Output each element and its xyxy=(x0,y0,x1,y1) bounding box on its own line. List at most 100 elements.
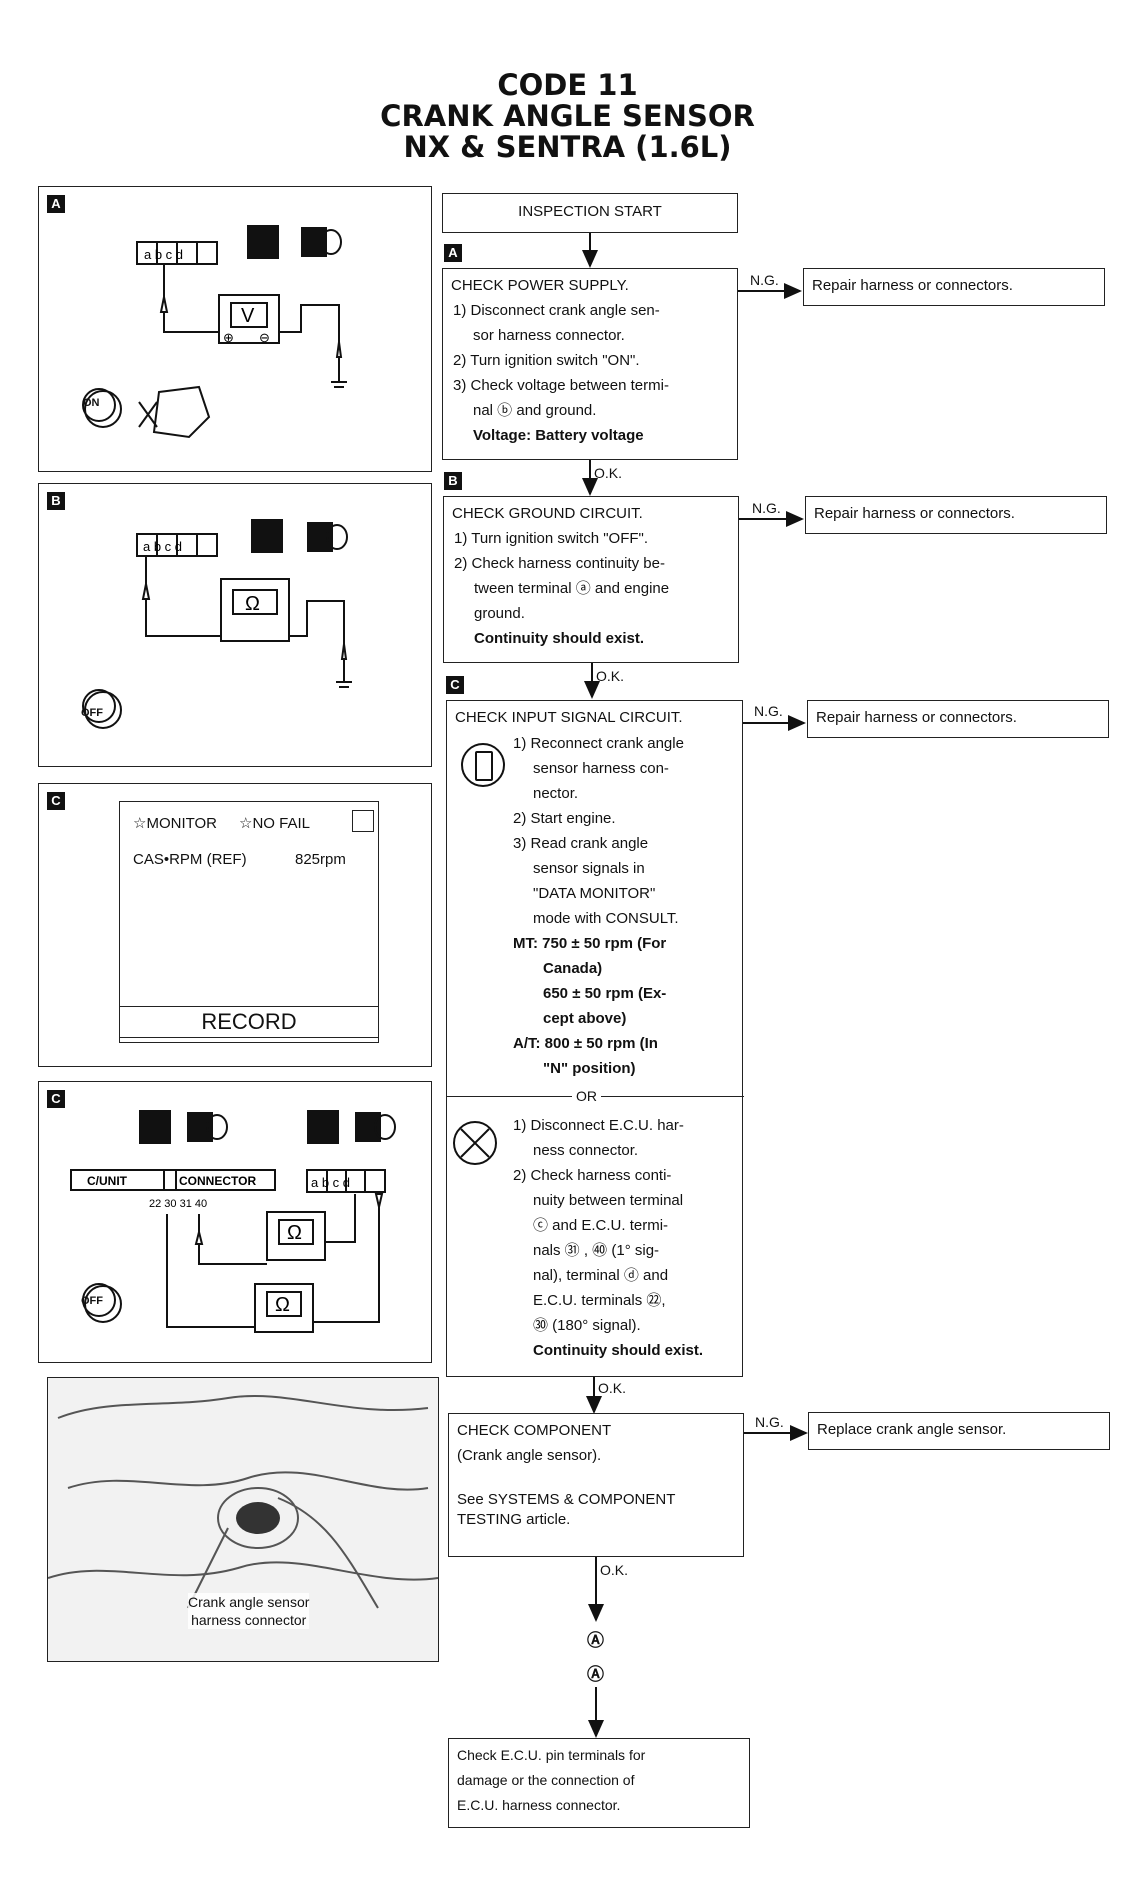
step-c-main: 1) Reconnect crank angle sensor harness … xyxy=(513,731,738,1081)
replace-label: Replace crank angle sensor. xyxy=(817,1421,1007,1438)
final-check-box: Check E.C.U. pin terminals for damage or… xyxy=(448,1738,750,1828)
step-c-alt-line: nal), terminal ⓓ and xyxy=(533,1267,669,1284)
step-check-component: CHECK COMPONENT (Crank angle sensor). Se… xyxy=(448,1413,744,1557)
meter-letter-ohm-2: Ω xyxy=(275,1294,290,1316)
step-check-power-supply: CHECK POWER SUPPLY. 1) Disconnect crank … xyxy=(442,268,738,460)
step-a-title: CHECK POWER SUPPLY. xyxy=(451,277,629,294)
step-c-alt-result: Continuity should exist. xyxy=(533,1342,704,1359)
key-off-label: OFF xyxy=(81,707,103,719)
step-c-spec: A/T: 800 ± 50 rpm (In xyxy=(513,1035,658,1052)
step-c-alt-line: ㉚ (180° signal). xyxy=(533,1317,641,1334)
ng-label: N.G. xyxy=(755,1414,784,1430)
step-a-tag: A xyxy=(444,244,462,262)
final-line: E.C.U. harness connector. xyxy=(457,1797,621,1813)
panel-c-ecu-continuity: C Ω Ω C/UNIT CONNECTOR 22 30 31 40 a b c… xyxy=(38,1081,432,1363)
repair-label: Repair harness or connectors. xyxy=(812,277,1013,294)
repair-box: Repair harness or connectors. xyxy=(805,496,1107,534)
key-on-label: ON xyxy=(83,397,100,409)
step-b-line: 1) Turn ignition switch "OFF". xyxy=(454,530,649,547)
final-line: damage or the connection of xyxy=(457,1772,635,1788)
caption-line-1: Crank angle sensor xyxy=(188,1594,310,1610)
key-off-label: OFF xyxy=(81,1295,103,1307)
svg-text:a b c d: a b c d xyxy=(144,247,183,262)
step-c-line: sensor signals in xyxy=(533,860,645,877)
step-c-title: CHECK INPUT SIGNAL CIRCUIT. xyxy=(455,709,683,726)
svg-text:a b c d: a b c d xyxy=(311,1175,350,1190)
consult-icon xyxy=(461,743,505,787)
step-c-spec: Canada) xyxy=(543,960,603,977)
step-check-ground-circuit: CHECK GROUND CIRCUIT. 1) Turn ignition s… xyxy=(443,496,739,663)
page-title: CODE 11 CRANK ANGLE SENSOR NX & SENTRA (… xyxy=(0,70,1135,163)
meter-letter-ohm: Ω xyxy=(245,593,260,615)
monitor-screen xyxy=(119,801,379,1043)
step-a-line: 1) Disconnect crank angle sen- xyxy=(453,302,660,319)
step-b-line: 2) Check harness continuity be- xyxy=(454,555,665,572)
step-c-alt-line: ness connector. xyxy=(533,1142,639,1159)
step-d-see-1: See SYSTEMS & COMPONENT xyxy=(457,1491,676,1508)
svg-text:⊖: ⊖ xyxy=(259,330,270,345)
engine-photo-sketch xyxy=(47,1394,439,1609)
caption-line-2: harness connector xyxy=(191,1612,307,1628)
repair-box: Repair harness or connectors. xyxy=(807,700,1109,738)
step-c-alt-line: ⓒ and E.C.U. termi- xyxy=(533,1217,669,1234)
step-c-line: mode with CONSULT. xyxy=(533,910,679,927)
step-c-line: 1) Reconnect crank angle xyxy=(513,735,684,752)
ng-label: N.G. xyxy=(752,500,781,516)
svg-text:⊕: ⊕ xyxy=(223,330,234,345)
panel-tag: C xyxy=(47,792,65,810)
no-consult-icon xyxy=(453,1121,497,1165)
step-a-line: sor harness connector. xyxy=(473,327,625,344)
step-d-sub: (Crank angle sensor). xyxy=(457,1447,602,1464)
step-b-title: CHECK GROUND CIRCUIT. xyxy=(452,505,643,522)
connector-label: CONNECTOR xyxy=(179,1174,256,1188)
step-c-line: nector. xyxy=(533,785,579,802)
ok-label: O.K. xyxy=(598,1380,627,1396)
title-line-3: NX & SENTRA (1.6L) xyxy=(403,130,732,164)
ok-label: O.K. xyxy=(596,668,625,684)
panel-a-voltage-check: A V a b c d ⊕⊖ ON xyxy=(38,186,432,472)
step-c-line: sensor harness con- xyxy=(533,760,669,777)
step-b-line: tween terminal ⓐ and engine xyxy=(474,580,670,597)
step-c-line: 3) Read crank angle xyxy=(513,835,649,852)
step-c-spec: 650 ± 50 rpm (Ex- xyxy=(543,985,667,1002)
or-label: OR xyxy=(572,1086,601,1106)
step-c-alt-line: 1) Disconnect E.C.U. har- xyxy=(513,1117,684,1134)
c-unit-label: C/UNIT xyxy=(87,1174,128,1188)
step-c-spec: cept above) xyxy=(543,1010,627,1027)
step-c-alt-line: nals ㉛ , ㊵ (1° sig- xyxy=(533,1242,660,1259)
svg-text:a b c d: a b c d xyxy=(143,539,182,554)
ecu-pin-numbers: 22 30 31 40 xyxy=(149,1198,207,1210)
panel-c-consult-monitor: C ☆MONITOR ☆NO FAIL CAS•RPM (REF) 825rpm… xyxy=(38,783,432,1067)
step-c-alt-line: nuity between terminal xyxy=(533,1192,684,1209)
step-d-title: CHECK COMPONENT xyxy=(457,1422,612,1439)
inspection-start-label: INSPECTION START xyxy=(518,203,662,220)
repair-label: Repair harness or connectors. xyxy=(814,505,1015,522)
no-fail-label: ☆NO FAIL xyxy=(239,815,310,832)
panel-sensor-location-photo: Crank angle sensor harness connector xyxy=(47,1377,439,1662)
step-d-see-2: TESTING article. xyxy=(457,1511,571,1528)
step-a-result: Voltage: Battery voltage xyxy=(473,427,644,444)
ng-label: N.G. xyxy=(754,703,783,719)
step-check-input-signal: CHECK INPUT SIGNAL CIRCUIT. 1) Reconnect… xyxy=(446,700,744,1377)
step-b-result: Continuity should exist. xyxy=(474,630,645,647)
step-c-alt-line: E.C.U. terminals ㉒, xyxy=(533,1292,666,1309)
meter-letter-ohm-1: Ω xyxy=(287,1222,302,1244)
replace-box: Replace crank angle sensor. xyxy=(808,1412,1110,1450)
repair-box: Repair harness or connectors. xyxy=(803,268,1105,306)
panel-b-ground-check: B Ω a b c d OFF xyxy=(38,483,432,767)
step-c-alt: 1) Disconnect E.C.U. har- ness connector… xyxy=(513,1113,738,1363)
record-label: RECORD xyxy=(201,1009,297,1034)
monitor-label: ☆MONITOR xyxy=(133,815,218,832)
step-b-tag: B xyxy=(444,472,462,490)
record-button: RECORD xyxy=(119,1006,379,1038)
ground-wiring-diagram: Ω a b c d xyxy=(82,519,352,729)
panel-tag: C xyxy=(47,1090,65,1108)
ecu-wiring-diagram: Ω Ω C/UNIT CONNECTOR 22 30 31 40 a b c d xyxy=(70,1110,396,1333)
final-line: Check E.C.U. pin terminals for xyxy=(457,1747,646,1763)
voltage-wiring-diagram: V a b c d ⊕⊖ xyxy=(82,225,347,439)
connector-mark-a: Ⓐ xyxy=(587,1665,604,1684)
step-a-line: 2) Turn ignition switch "ON". xyxy=(453,352,640,369)
step-c-alt-line: 2) Check harness conti- xyxy=(513,1167,672,1184)
photo-caption: Crank angle sensor harness connector xyxy=(188,1593,310,1629)
